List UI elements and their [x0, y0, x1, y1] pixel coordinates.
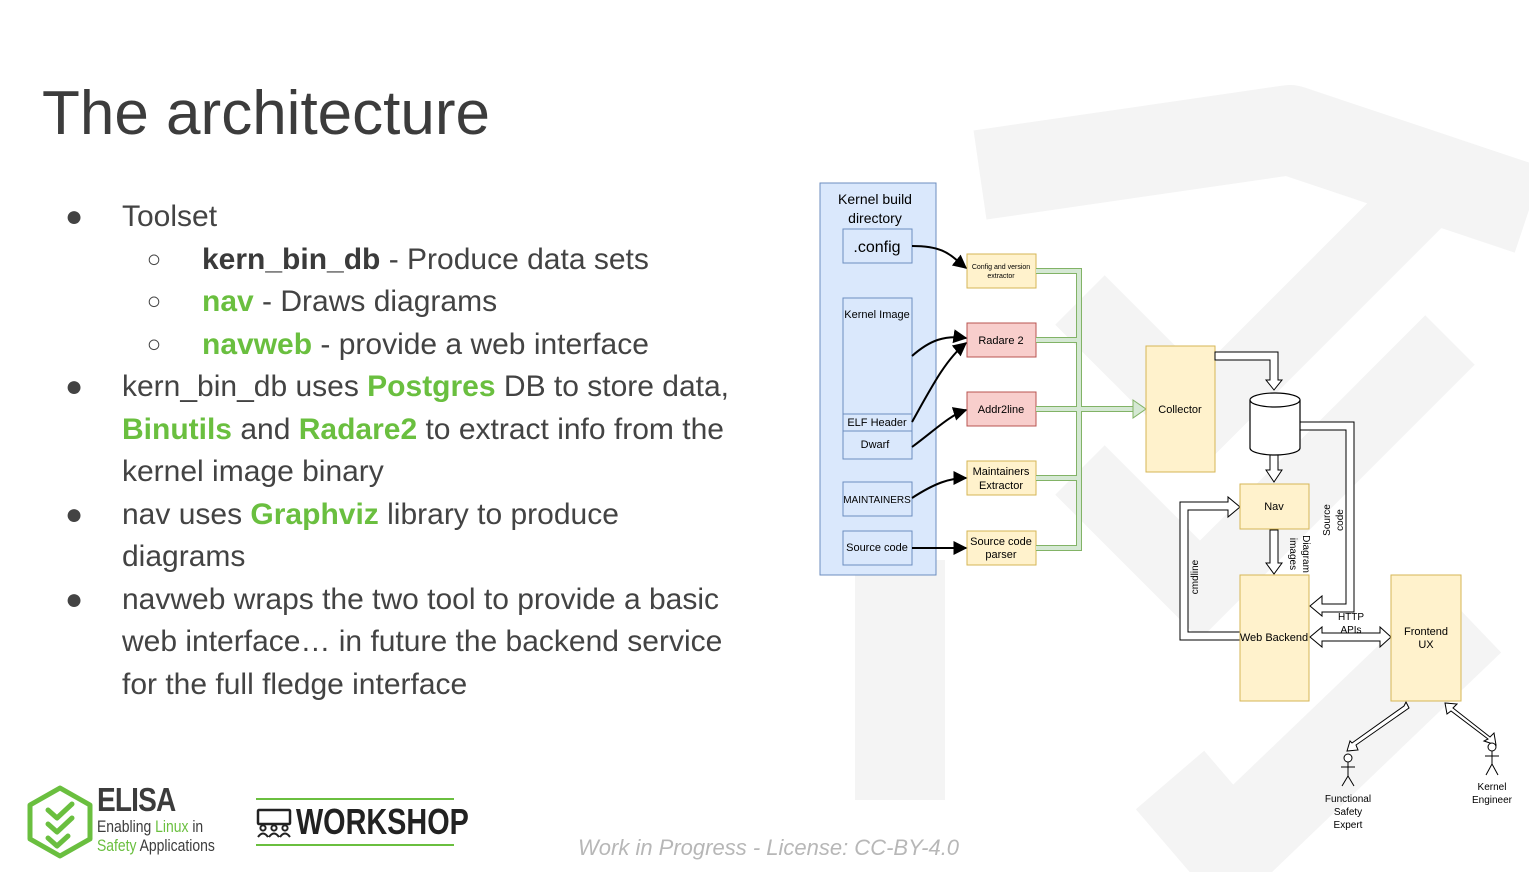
workshop-logo: WORKSHOP	[256, 798, 469, 846]
fse-label: Functional	[1325, 794, 1371, 805]
elisa-name: ELISA	[97, 781, 176, 818]
database-cylinder-icon	[1249, 392, 1301, 456]
kernel-dir-title-2: directory	[848, 210, 902, 226]
elisa-logo-icon	[27, 785, 93, 859]
nav-node: Nav	[1239, 483, 1310, 530]
svg-text:Dwarf: Dwarf	[861, 439, 891, 451]
svg-text:APIs: APIs	[1340, 625, 1361, 636]
bullet-toolset: ● Toolset	[62, 196, 782, 239]
svg-text:Collector: Collector	[1158, 404, 1202, 416]
addr2line-node: Addr2line	[966, 391, 1037, 427]
kernel-image-node: Kernel Image	[842, 297, 913, 415]
input-arrows	[911, 245, 968, 555]
svg-text:images: images	[1287, 538, 1298, 570]
elisa-logo-text: ELISA Enabling Linux in Safety Applicati…	[97, 781, 241, 856]
bullet-list: ● Toolset ○ kern_bin_db - Produce data s…	[62, 196, 782, 706]
ke-label: Kernel	[1478, 782, 1507, 793]
svg-text:Nav: Nav	[1264, 501, 1284, 513]
svg-text:cmdline: cmdline	[1190, 559, 1201, 594]
svg-text:Addr2line: Addr2line	[978, 404, 1024, 416]
fse-label-2: Safety	[1334, 807, 1362, 818]
presentation-audience-icon	[256, 808, 292, 838]
svg-text:HTTP: HTTP	[1338, 612, 1364, 623]
collector-node: Collector	[1145, 345, 1216, 473]
bullet-dot: ●	[64, 497, 84, 531]
bullet-circle: ○	[146, 245, 162, 273]
sub-bullet-kern-bin-db: ○ kern_bin_db - Produce data sets	[62, 239, 782, 282]
bullet-dot: ●	[64, 582, 84, 616]
sub-bullet-nav: ○ nav - Draws diagrams	[62, 281, 782, 324]
fse-label-3: Expert	[1334, 820, 1363, 831]
source-code-node: Source code	[842, 530, 913, 566]
hollow-arrows	[1179, 351, 1497, 752]
kernel-engineer-actor-icon	[1485, 742, 1499, 776]
edge-labels: Source code Diagram images cmdline HTTP …	[1190, 504, 1364, 636]
slide-title: The architecture	[42, 79, 490, 148]
bullet-circle: ○	[146, 288, 162, 315]
svg-text:Diagram: Diagram	[1300, 535, 1311, 573]
svg-text:parser: parser	[985, 549, 1017, 561]
license-footer: Work in Progress - License: CC-BY-4.0	[578, 835, 960, 860]
config-node: .config	[842, 228, 913, 264]
svg-text:Config and version: Config and version	[972, 264, 1030, 271]
svg-text:extractor: extractor	[987, 273, 1015, 280]
maintainers-extractor-node: Maintainers Extractor	[966, 460, 1037, 496]
svg-text:Source code: Source code	[846, 542, 908, 554]
frontend-ux-node: Frontend UX	[1390, 574, 1462, 702]
svg-text:Maintainers: Maintainers	[973, 466, 1030, 478]
bullet-nav-uses: ● nav uses Graphviz library to produce d…	[62, 494, 782, 579]
green-data-bus	[1036, 268, 1147, 551]
svg-text:Source: Source	[1322, 504, 1333, 536]
elisa-tagline-1: Enabling Linux in	[97, 817, 204, 836]
elisa-tagline-2: Safety Applications	[97, 836, 215, 855]
elf-header-node: ELF Header	[842, 413, 913, 432]
radare-node: Radare 2	[966, 322, 1037, 358]
svg-text:UX: UX	[1418, 639, 1434, 651]
source-code-parser-node: Source code parser	[966, 530, 1037, 566]
bullet-dot: ●	[64, 370, 84, 403]
svg-text:.config: .config	[853, 239, 900, 256]
ke-label-2: Engineer	[1472, 795, 1513, 806]
bullet-navweb-wraps: ● navweb wraps the two tool to provide a…	[62, 579, 782, 707]
maintainers-node: MAINTAINERS	[842, 481, 913, 517]
sub-bullet-navweb: ○ navweb - provide a web interface	[62, 324, 782, 367]
svg-text:Frontend: Frontend	[1404, 626, 1448, 638]
bullet-circle: ○	[146, 330, 162, 358]
bullet-kern-bin-db-uses: ● kern_bin_db uses Postgres DB to store …	[62, 366, 782, 494]
actor-labels: Functional Safety Expert Kernel Engineer	[1325, 782, 1513, 831]
svg-text:ELF Header: ELF Header	[847, 417, 907, 429]
config-extractor-node: Config and version extractor	[966, 253, 1037, 289]
dwarf-node: Dwarf	[842, 430, 913, 460]
web-backend-node: Web Backend	[1239, 574, 1310, 702]
svg-text:Source code: Source code	[970, 536, 1032, 548]
kernel-dir-title: Kernel build	[838, 191, 912, 207]
svg-text:Kernel Image: Kernel Image	[844, 309, 909, 321]
workshop-label: WORKSHOP	[296, 801, 469, 842]
svg-text:Web Backend: Web Backend	[1240, 632, 1308, 644]
svg-text:MAINTAINERS: MAINTAINERS	[843, 495, 911, 506]
svg-text:Radare 2: Radare 2	[978, 335, 1023, 347]
bullet-dot: ●	[64, 200, 84, 233]
svg-text:Extractor: Extractor	[979, 480, 1023, 492]
svg-text:code: code	[1335, 509, 1346, 531]
functional-safety-expert-actor-icon	[1341, 753, 1355, 787]
